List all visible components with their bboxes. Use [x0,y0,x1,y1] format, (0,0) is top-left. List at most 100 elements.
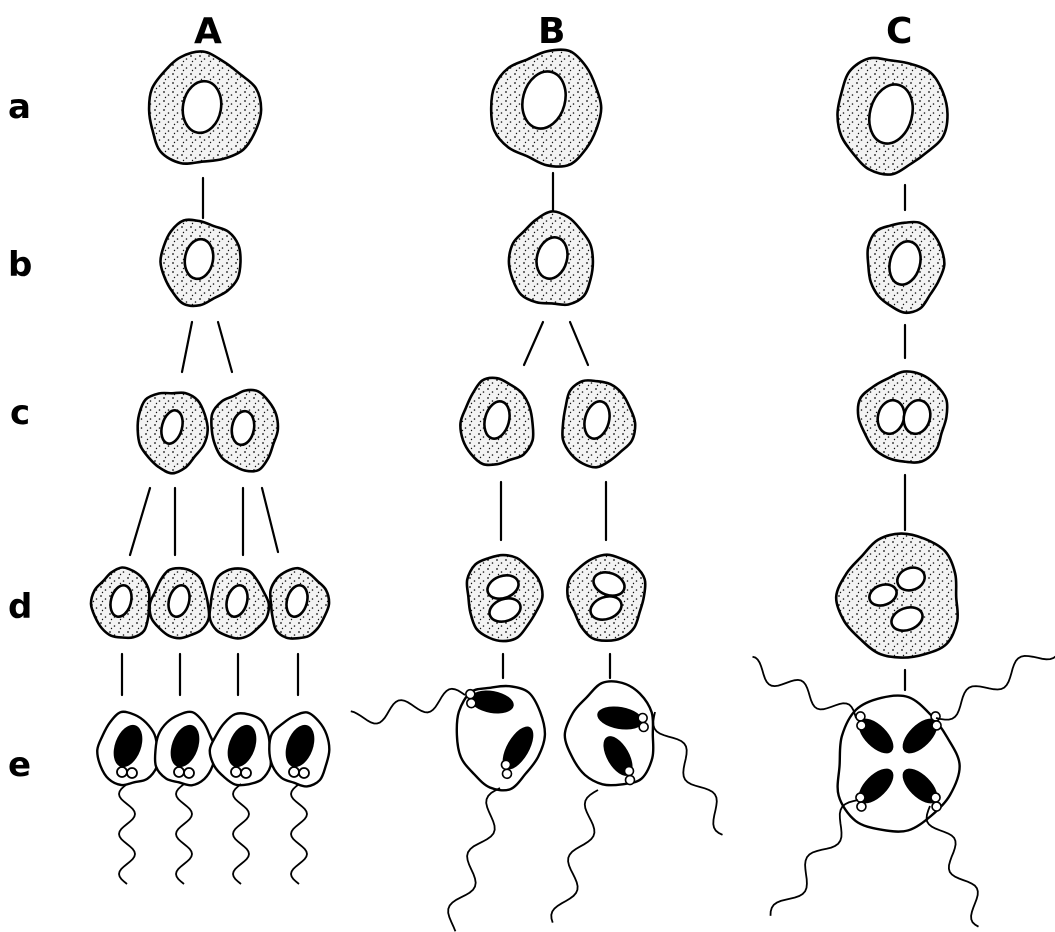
column-label-c: C [886,11,913,52]
chloroplast [502,726,534,770]
cell [148,566,211,640]
eyespot [930,792,941,803]
nucleus [181,79,223,135]
cell [459,376,535,467]
cell [159,218,242,308]
nucleus [521,70,567,130]
chloroplast [170,724,200,768]
cell [208,567,271,640]
chloroplast [470,690,514,714]
eyespot [930,711,941,722]
chloroplast [902,768,938,804]
chloroplast [603,736,633,776]
row-label-a: a [8,87,31,127]
eyespot [465,688,476,700]
cell [489,48,603,168]
cell [836,56,949,176]
column-label-b: B [538,11,566,52]
inner-zoospore [603,736,636,786]
cell [268,566,331,640]
nucleus [483,400,511,440]
eyespot [298,767,310,779]
flagellum [925,805,979,928]
eyespot [856,801,867,812]
chloroplast [597,706,643,730]
eyespot [623,765,635,777]
flagellum [550,789,599,923]
row-label-d: d [8,587,33,627]
cell [147,50,263,165]
nucleus [868,583,898,607]
lineage-line [568,320,590,367]
cell [89,566,151,640]
eyespot [230,766,242,778]
nucleus [902,398,932,436]
sporangium-wall [563,680,655,787]
eyespot [500,759,512,771]
nucleus [867,83,915,145]
inner-zoospore [500,726,534,780]
nucleus [183,237,215,281]
cell [566,553,647,643]
sporangium-wall [455,684,547,792]
row-label-b: b [8,245,33,285]
eyespot [931,720,942,731]
row-label-c: c [10,393,31,433]
chloroplast [858,768,894,804]
nucleus [160,409,184,445]
nucleus [488,597,522,623]
nucleus [896,566,926,592]
lineage-lines [120,171,907,697]
lineage-line [180,320,194,374]
eyespot [183,767,195,779]
lineage-line [260,486,280,554]
cell [834,532,960,659]
column-label-a: A [194,11,222,52]
cell [561,378,637,469]
eyespot [116,766,128,778]
flagellum [175,783,193,885]
eyespot [638,721,649,733]
eyespot [856,720,867,731]
nucleus [535,236,569,280]
cell [136,391,210,475]
nucleus [167,584,191,618]
cell [465,553,544,643]
nucleus [230,409,256,447]
flagellum [290,783,308,885]
eyespot [126,767,138,779]
nucleus [109,584,133,618]
flagellum [118,783,136,885]
flagellum [935,654,1055,721]
inner-zoospore [855,711,894,754]
nucleus [589,595,623,621]
cell [866,220,946,315]
chloroplast [858,718,894,754]
inner-zoospore [465,688,514,714]
inner-zoospore [597,706,649,733]
nucleus [890,606,924,632]
flagellum [232,783,250,885]
eyespot [855,711,866,722]
eyespot [637,712,648,724]
lineage-line [522,320,545,367]
nucleus [285,584,309,618]
flagellum [752,655,857,719]
eyespot [466,697,477,709]
inner-zoospore [902,768,942,812]
zoospore [153,710,217,787]
flagellum [652,711,723,836]
zoospore [208,712,273,787]
zoospore [96,710,160,787]
cell [507,210,595,307]
zoospore [268,711,331,788]
nucleus [583,400,611,440]
lineage-line [216,320,234,374]
eyespot [624,774,636,786]
lineage-line [128,486,152,557]
cells [89,48,960,659]
nucleus [592,571,626,597]
cell [856,370,949,464]
